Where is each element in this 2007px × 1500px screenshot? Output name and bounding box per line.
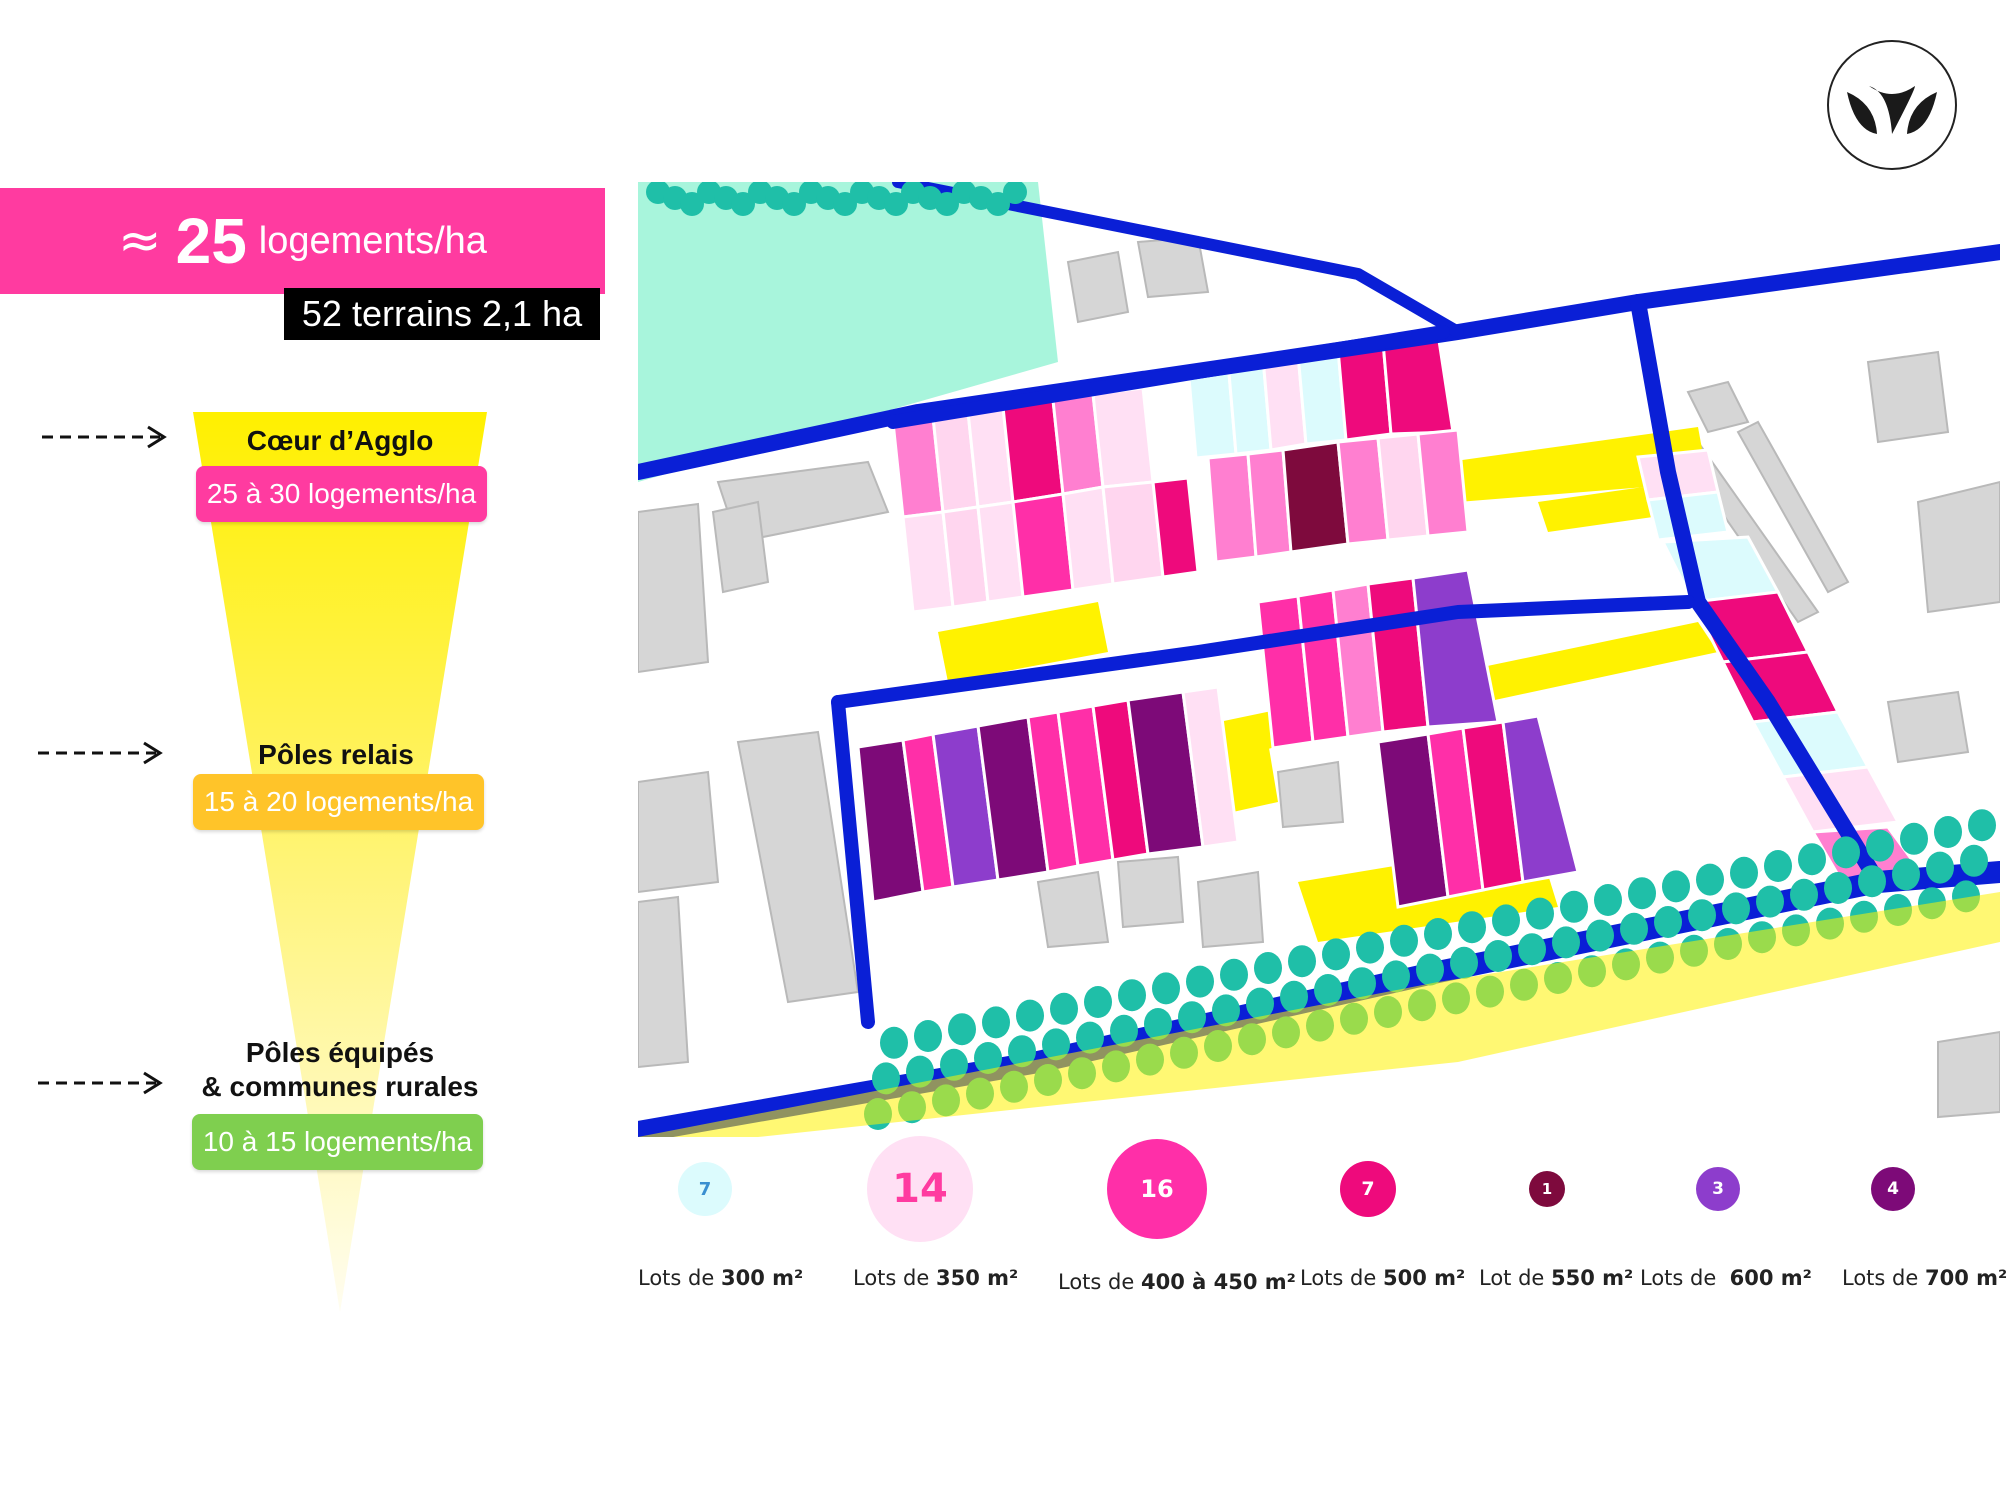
level-range-poles-equipes: 10 à 15 logements/ha [192,1114,483,1170]
studio-logo [1827,40,1957,170]
legend-label-size: 350 m² [935,1266,1019,1290]
legend-label-6: Lots de 600 m² [1640,1266,1812,1290]
density-headline: ≈ 25 logements/ha [0,188,605,294]
legend-label-1: Lots de 300 m² [638,1266,803,1290]
legend-circle-2: 14 [867,1136,973,1242]
legend-label-size: 550 m² [1551,1266,1634,1290]
housing-lots [856,332,1931,909]
level-title-line2: & communes rurales [201,1071,479,1102]
legend-label-4: Lots de 500 m² [1300,1266,1465,1290]
legend-label-2: Lots de 350 m² [853,1266,1018,1290]
field-edge-trees [646,182,1027,216]
green-field [638,182,1058,482]
legend-label-size: 500 m² [1382,1266,1466,1290]
legend-label-5: Lot de 550 m² [1479,1266,1633,1290]
level-title-coeur: Cœur d’Agglo [246,425,434,456]
level-range-coeur: 25 à 30 logements/ha [196,466,487,522]
level-title-poles-equipes: Pôles équipés & communes rurales [190,1036,490,1104]
legend-label-prefix: Lots de [1058,1270,1141,1294]
arrow-poles-relais-icon [38,741,163,765]
arrow-coeur-icon [42,425,167,449]
legend-label-7: Lots de 700 m² [1842,1266,2007,1290]
legend-label-size: 700 m² [1924,1266,2007,1290]
legend-label-3: Lots de 400 à 450 m² [1058,1270,1296,1294]
level-title-poles-relais: Pôles relais [258,739,414,770]
density-funnel [193,412,487,1312]
legend-label-prefix: Lots de [1640,1266,1730,1290]
density-unit: logements/ha [258,219,487,262]
logo-mark-icon [1847,86,1937,134]
approx-symbol: ≈ [118,211,162,271]
legend-label-size: 600 m² [1729,1266,1812,1290]
legend-circle-4: 7 [1340,1161,1396,1217]
arrow-poles-equipes-icon [38,1071,163,1095]
legend-label-prefix: Lots de [853,1266,936,1290]
legend-label-prefix: Lots de [638,1266,721,1290]
site-plan-map [638,182,2000,1137]
legend-circle-7: 4 [1871,1167,1915,1211]
legend-circle-1: 7 [678,1162,732,1216]
legend-circle-3: 16 [1107,1139,1207,1239]
level-range-poles-relais: 15 à 20 logements/ha [193,774,484,830]
legend-label-prefix: Lots de [1842,1266,1925,1290]
legend-circle-5: 1 [1529,1171,1565,1207]
level-title-line1: Pôles équipés [245,1037,435,1068]
legend-label-prefix: Lot de [1479,1266,1552,1290]
terrains-summary: 52 terrains 2,1 ha [284,288,600,340]
legend-circle-6: 3 [1696,1167,1740,1211]
legend-label-prefix: Lots de [1300,1266,1383,1290]
legend-label-size: 300 m² [720,1266,804,1290]
density-value: 25 [175,205,247,277]
legend-label-size: 400 à 450 m² [1140,1270,1296,1294]
